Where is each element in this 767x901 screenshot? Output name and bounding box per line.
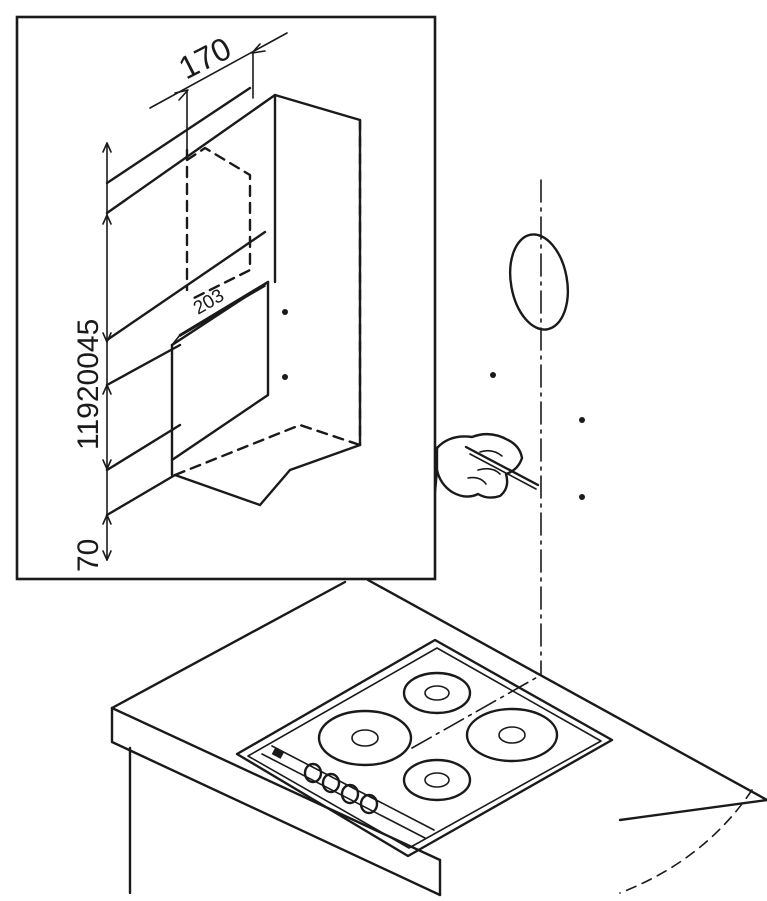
indicator-light (271, 748, 284, 759)
cooking-zones (317, 671, 559, 802)
mounting-bracket (170, 280, 270, 477)
detail-inset: 170 203 11920045 70 (15, 15, 437, 581)
zone-front-right (402, 758, 472, 802)
knob-4 (359, 793, 379, 815)
zone-front-left-large (317, 709, 413, 767)
wall-marking (411, 179, 753, 894)
vertical-dimension-line (102, 142, 112, 561)
drill-point (490, 372, 496, 378)
zone-rear-left (402, 671, 472, 715)
knob-3 (340, 783, 360, 805)
hood-body (105, 343, 362, 517)
worktop (110, 578, 767, 897)
slot-dimension-line (179, 285, 266, 337)
dim-height-label: 11920045 (72, 319, 105, 450)
zone-rear-right-large (465, 707, 559, 763)
inset-frame (15, 15, 437, 581)
chimney-upper (105, 86, 362, 447)
fixing-hole (282, 309, 288, 315)
fixing-hole (282, 374, 288, 380)
cooktop (235, 638, 614, 858)
control-knobs (303, 762, 379, 815)
knob-2 (321, 772, 341, 794)
inset-connector (434, 447, 437, 471)
width-dimension-line (149, 32, 288, 161)
dim-bottom-label: 70 (72, 539, 105, 572)
drill-point (579, 417, 585, 423)
drill-point (579, 494, 585, 500)
hood-outline-ellipse (508, 233, 570, 331)
knob-1 (303, 762, 323, 784)
hand-with-pencil (433, 432, 540, 499)
